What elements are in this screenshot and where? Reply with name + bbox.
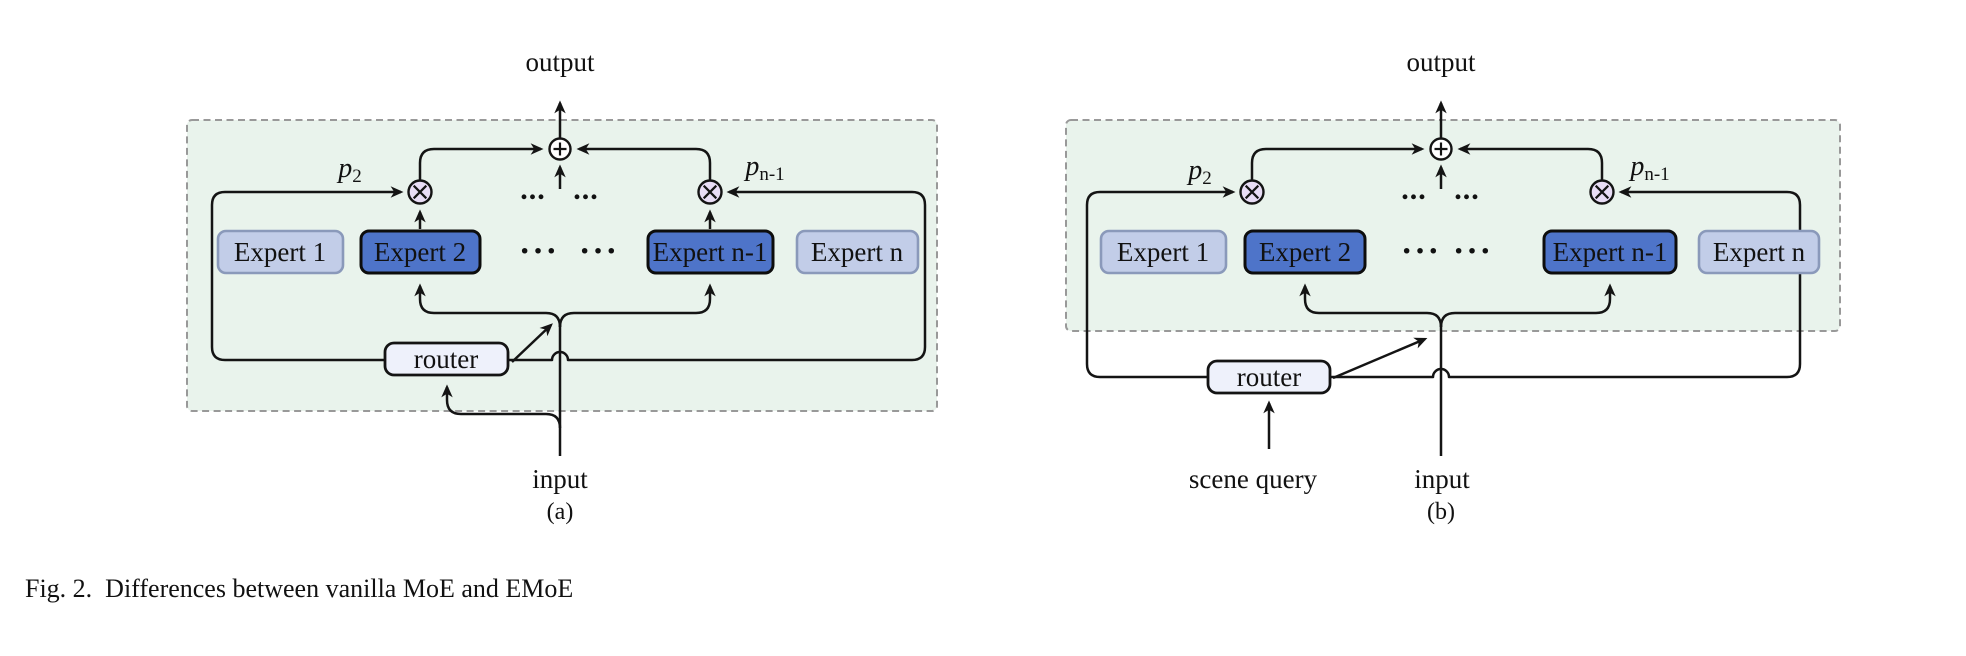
input-fork-right: [1439, 283, 1616, 328]
product-node-right-icon: [1589, 179, 1615, 205]
expert-2-label: Expert 2: [374, 237, 466, 267]
product-left-to-sum-line: [1250, 143, 1425, 180]
emoe-layer-box: [1065, 119, 1841, 332]
gate-line-right: [508, 186, 927, 362]
expert-n-box: [795, 229, 920, 275]
router-label: router: [1237, 362, 1301, 392]
panel-b-diagram: Expert 1 Expert 2 Expert n-1 Expert n: [1065, 47, 1841, 525]
gate-weight-pn1-label: pn-1: [1628, 151, 1669, 185]
gate-weight-p2-label: p2: [336, 153, 362, 187]
sum-node-icon: [1429, 137, 1453, 161]
output-label: output: [1406, 47, 1476, 77]
gate-weight-p2-label: p2: [1186, 155, 1212, 189]
panel-a-diagram: Expert 1 Expert 2 Expert n-1 Expert n: [186, 47, 938, 525]
expert-n1-box: [1542, 229, 1678, 275]
router-select-arrow: [511, 323, 553, 363]
expert-1-label: Expert 1: [1117, 237, 1209, 267]
expert-2-label: Expert 2: [1259, 237, 1351, 267]
expert-n-label: Expert n: [1713, 237, 1806, 267]
experts-ellipsis-right: ···: [579, 233, 619, 270]
expert-n-box: [1697, 229, 1821, 275]
sum-ellipsis-right: ...: [573, 173, 599, 206]
moe-diagrams: Expert 1 Expert 2 Expert n-1 Expert n: [186, 47, 1841, 525]
figure-caption: Fig. 2. Differences between vanilla MoE …: [25, 574, 574, 603]
sum-node-icon: [548, 137, 572, 161]
expert-2-box: [1243, 229, 1367, 275]
expert-n1-box: [646, 229, 775, 275]
expert-2-box: [359, 229, 482, 275]
scene-query-label: scene query: [1189, 464, 1318, 494]
gate-line-left: [1085, 186, 1236, 379]
gate-line-left: [210, 186, 404, 362]
expert-1-box: [216, 229, 345, 275]
sum-ellipsis-left: ...: [520, 173, 546, 206]
product-left-to-sum-line: [418, 143, 544, 180]
input-fork-right: [558, 283, 716, 328]
gate-line-right: [1330, 186, 1802, 379]
experts-ellipsis-right: ···: [1453, 233, 1493, 270]
input-fork-left: [1299, 283, 1443, 328]
experts-ellipsis-left: ···: [519, 233, 559, 270]
router-label: router: [414, 344, 478, 374]
router-select-arrow: [1332, 337, 1428, 380]
product-node-left-icon: [1239, 179, 1265, 205]
output-label: output: [525, 47, 595, 77]
sum-ellipsis-left: ...: [1401, 173, 1427, 206]
input-to-router-branch: [441, 384, 562, 429]
input-label: input: [1414, 464, 1470, 494]
panel-a-label: (a): [547, 499, 574, 525]
expert-n1-label: Expert n-1: [653, 237, 768, 267]
product-node-right-icon: [697, 179, 723, 205]
expert-n1-label: Expert n-1: [1553, 237, 1668, 267]
router-box: [1206, 359, 1332, 395]
input-fork-left: [414, 283, 562, 328]
sum-ellipsis-right: ...: [1454, 173, 1480, 206]
input-label: input: [532, 464, 588, 494]
product-right-to-sum-line: [576, 143, 712, 180]
gate-weight-pn1-label: pn-1: [743, 151, 784, 185]
experts-ellipsis-left: ···: [1401, 233, 1441, 270]
router-box: [383, 341, 510, 377]
expert-1-box: [1099, 229, 1228, 275]
product-right-to-sum-line: [1457, 143, 1604, 180]
product-node-left-icon: [407, 179, 433, 205]
panel-b-label: (b): [1427, 499, 1455, 525]
expert-n-label: Expert n: [811, 237, 904, 267]
expert-1-label: Expert 1: [234, 237, 326, 267]
